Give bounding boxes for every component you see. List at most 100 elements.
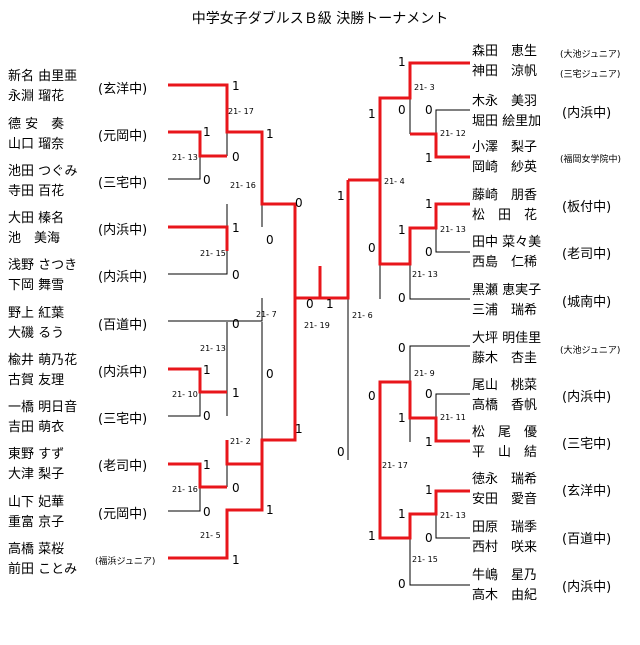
left-team-7: 楡井 萌乃花古賀 友理 [8,353,78,388]
winner-path [168,367,227,394]
winner-path [168,462,227,489]
mark-win: 1 [425,151,433,165]
winner-path [410,132,470,159]
left-team-9-school: (老司中) [98,459,148,474]
right-team-12-school: (内浜中) [562,580,612,595]
score-label: 21- 2 [230,437,251,446]
left-team-3: 池田 つぐみ寺田 百花 [8,164,78,199]
mark-lose: 0 [203,173,211,187]
right-team-7: 大坪 明佳里藤木 杏圭 [472,331,542,366]
left-team-6: 野上 紅葉大磯 るう [8,306,65,341]
left-team-3-school: (三宅中) [98,176,148,191]
mark-final-left: 0 [306,297,314,311]
left-team-6-school: (百道中) [98,318,148,333]
winner-path [225,440,262,466]
mark-win: 1 [398,411,406,425]
mark-lose: 0 [337,445,345,459]
left-team-9: 東野 すず大津 梨子 [8,447,65,482]
right-team-6-school: (城南中) [562,295,612,310]
page-title: 中学女子ダブルスＢ級 決勝トーナメント [191,11,449,27]
score-label: 21- 7 [256,310,277,319]
mark-lose: 0 [398,577,406,591]
mark-win: 1 [398,55,406,69]
score-label: 21- 9 [414,369,435,378]
mark-lose: 0 [398,341,406,355]
score-label: 21- 6 [352,311,373,320]
right-team-9-school: (三宅中) [562,437,612,452]
score-label: 21- 3 [414,83,435,92]
score-label: 21- 15 [412,555,438,564]
mark-final-right: 1 [326,297,334,311]
left-team-4-school: (内浜中) [98,223,148,238]
score-label: 21- 15 [200,249,226,258]
right-team-11-school: (百道中) [562,532,612,547]
left-team-7-school: (内浜中) [98,365,148,380]
left-team-8-school: (三宅中) [98,412,148,427]
score-label: 21- 13 [440,225,466,234]
bracket-lines-winner [168,61,470,560]
mark-lose: 0 [425,245,433,259]
match-scores: 21- 17 21- 13 21- 16 21- 15 21- 7 21- 13… [172,83,466,564]
left-team-2: 德 安 奏山口 瑠奈 [8,117,65,152]
right-team-10-school: (玄洋中) [562,484,612,499]
right-team-1-school-2: (三宅ジュニア) [560,70,621,80]
mark-lose: 0 [266,367,274,381]
mark-lose: 0 [425,531,433,545]
mark-win: 1 [368,107,376,121]
bracket-line [435,109,470,134]
bracket-line [409,538,470,586]
score-label: 21- 17 [228,107,254,116]
bracket-line [435,514,470,539]
right-team-6: 黒瀬 恵実子三浦 瑞希 [472,283,542,318]
right-team-3: 小澤 梨子岡崎 紗英 [472,140,538,175]
score-label: 21- 4 [384,177,405,186]
mark-lose: 0 [425,103,433,117]
left-team-11-school: (福浜ジュニア) [95,557,156,567]
mark-lose: 0 [266,233,274,247]
bracket-line [409,252,470,300]
bracket-line [409,345,470,382]
mark-lose: 0 [295,196,303,210]
mark-win: 1 [398,223,406,237]
score-label: 21- 5 [200,531,221,540]
score-label: 21- 11 [440,413,466,422]
mark-win: 1 [203,458,211,472]
left-team-10: 山下 妃華重富 京子 [8,495,65,530]
mark-win: 1 [337,189,345,203]
right-team-1-school: (大池ジュニア) [560,50,621,60]
right-team-8-school: (内浜中) [562,390,612,405]
bracket-lines-black [168,98,470,586]
final-score: 21- 19 [304,321,330,330]
right-team-2: 木永 美羽堀田 絵里加 [472,94,542,129]
mark-lose: 0 [398,103,406,117]
mark-win: 1 [266,127,274,141]
match-marks: 1 1 0 0 1 1 0 0 0 0 1 0 1 0 1 1 0 1 0 1 … [203,55,433,591]
mark-win: 1 [232,553,240,567]
right-team-11: 田原 瑞季西村 咲来 [472,520,538,555]
mark-lose: 0 [425,387,433,401]
bracket-line [168,392,201,417]
score-label: 21- 17 [382,461,408,470]
left-team-1-school: (玄洋中) [98,82,148,97]
right-team-12: 牛嶋 星乃高木 由紀 [472,568,538,603]
right-team-5: 田中 菜々美西島 仁稀 [472,235,542,270]
mark-win: 1 [203,363,211,377]
mark-win: 1 [203,125,211,139]
bracket-line [435,228,470,253]
mark-win: 1 [425,197,433,211]
mark-lose: 0 [368,389,376,403]
winner-path [378,380,470,540]
bracket-line [168,298,263,322]
winner-path [168,83,297,298]
score-label: 21- 10 [172,390,198,399]
right-team-8: 尾山 桃菜高橋 香帆 [472,378,538,413]
winner-path [168,298,297,560]
score-label: 21- 13 [200,344,226,353]
mark-win: 1 [398,507,406,521]
left-team-5-school: (内浜中) [98,270,148,285]
left-team-10-school: (元岡中) [98,507,148,522]
score-label: 21- 16 [172,485,198,494]
score-label: 21- 16 [230,181,256,190]
right-team-5-school: (老司中) [562,247,612,262]
